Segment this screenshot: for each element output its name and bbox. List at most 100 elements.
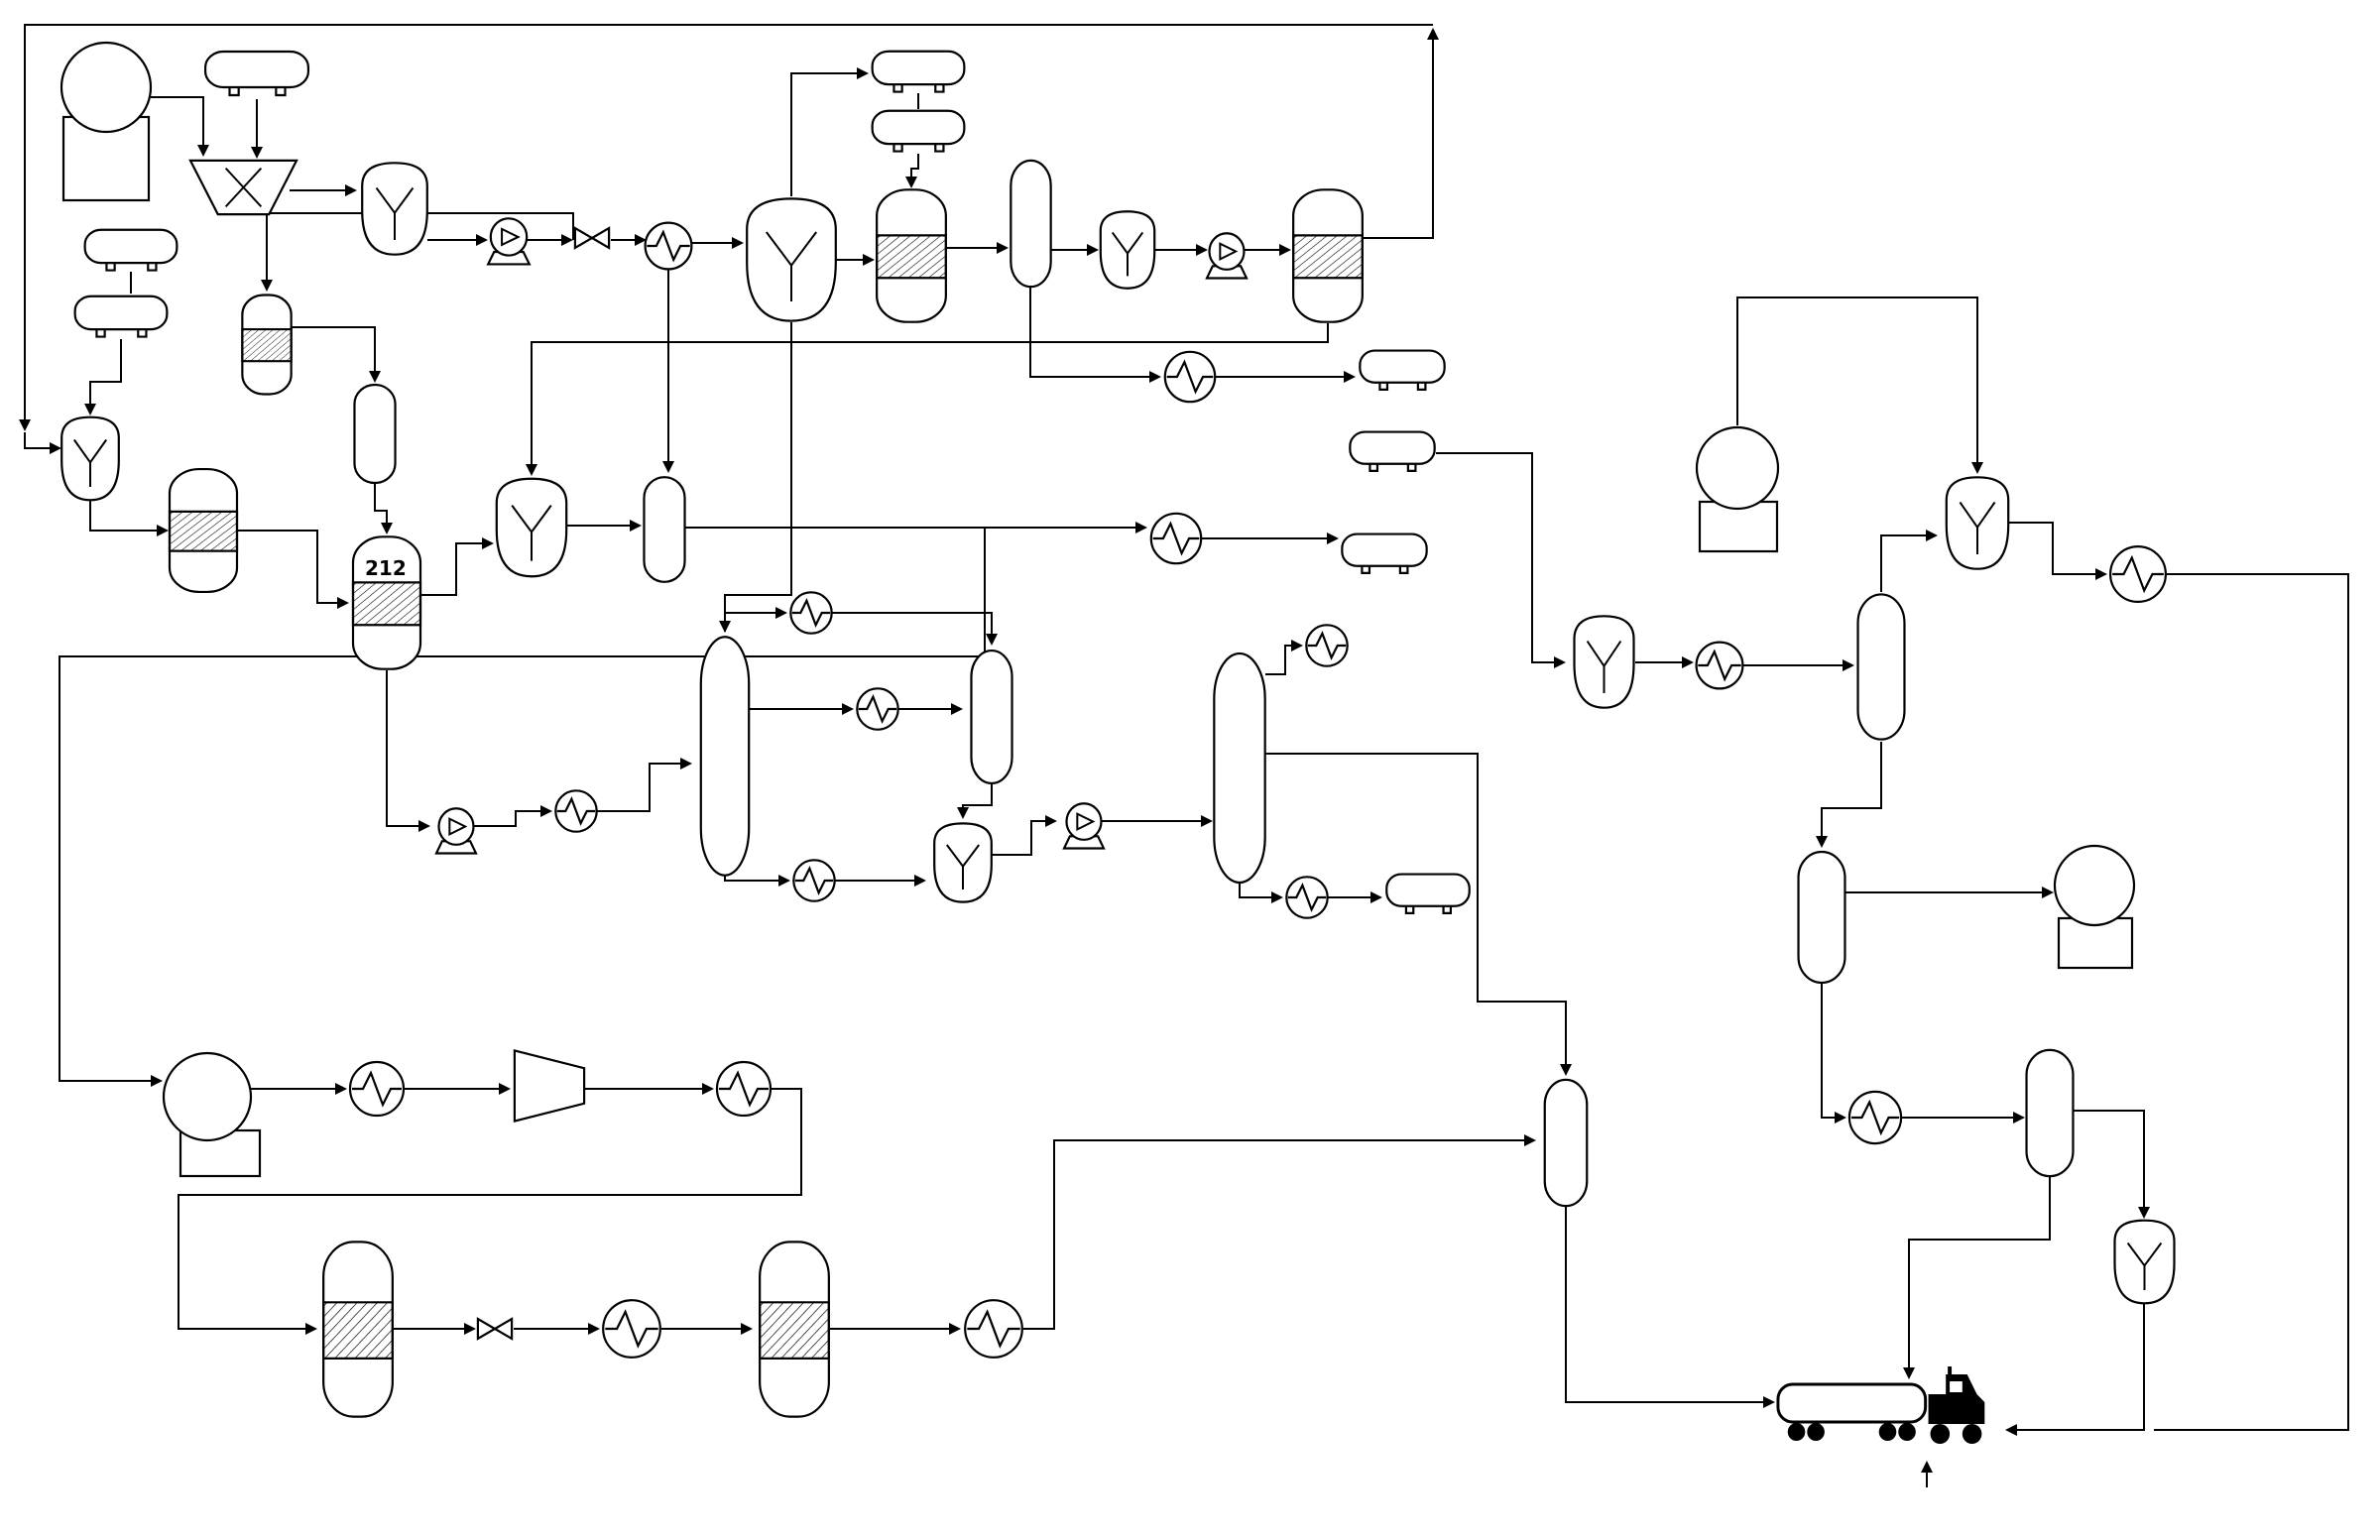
- pipe: [832, 612, 998, 646]
- separator-4: [60, 415, 120, 502]
- pipe: [374, 484, 393, 534]
- heat-exchanger-m1: [644, 221, 693, 271]
- heat-exchanger-8: [602, 1299, 661, 1359]
- column-A: [701, 637, 749, 875]
- reactor-7: [758, 1241, 831, 1418]
- heat-exchanger-6: [348, 1060, 406, 1118]
- column-3: [643, 476, 686, 583]
- separator-2: [745, 196, 838, 323]
- heat-exchanger-3: [2108, 544, 2168, 604]
- heat-exchanger-1: [1163, 350, 1217, 404]
- pump-2: [1206, 232, 1248, 280]
- reactor-4: [168, 467, 239, 594]
- pipe: [526, 323, 1329, 476]
- drum-4: [83, 228, 178, 272]
- pipe: [59, 528, 986, 1087]
- pipe: [1023, 1134, 1536, 1330]
- separator-9: [2113, 1219, 2176, 1305]
- column-C: [1212, 652, 1267, 885]
- heat-exchanger-s1: [789, 591, 833, 635]
- drum-8: [1341, 533, 1428, 574]
- tanker-truck: [1776, 1364, 1986, 1446]
- equipment-tag-212: 212: [365, 556, 407, 580]
- reactor-6: [321, 1241, 395, 1418]
- pipe: [1565, 1206, 1775, 1408]
- pipe: [24, 432, 61, 454]
- pipe: [84, 339, 122, 415]
- feed-drum-1: [203, 50, 310, 97]
- pipe: [2005, 1303, 2145, 1436]
- pipe: [992, 815, 1057, 856]
- separator-5: [495, 477, 568, 578]
- column-F: [2025, 1048, 2075, 1178]
- heat-exchanger-s6: [1285, 876, 1329, 919]
- heat-exchanger-s2: [856, 687, 899, 731]
- pipe: [292, 326, 381, 383]
- valve-2: [476, 1317, 514, 1341]
- heat-exchanger-2: [1149, 512, 1203, 565]
- heat-exchanger-9: [964, 1299, 1023, 1359]
- column-2: [353, 383, 397, 485]
- column-1: [1010, 159, 1052, 289]
- drum-9: [1385, 873, 1471, 914]
- piping-network: [19, 24, 2349, 1487]
- pipe: [1880, 530, 1938, 592]
- pipe: [420, 537, 494, 596]
- blower-tank-3: [2053, 844, 2136, 970]
- reactor-2: [1292, 188, 1364, 323]
- blower-tank-2: [1695, 425, 1780, 553]
- heat-exchanger-s4: [554, 789, 598, 833]
- pipe: [1239, 881, 1283, 903]
- buffer-vessel: [1543, 1078, 1589, 1208]
- drum-7: [1349, 430, 1436, 472]
- pipe: [724, 607, 787, 632]
- reactor-212: 212: [351, 535, 422, 670]
- crusher: [188, 159, 298, 216]
- separator-3: [1099, 210, 1156, 290]
- separator-1: [361, 162, 428, 256]
- valve-1: [573, 226, 611, 250]
- heat-exchanger-5: [1847, 1090, 1903, 1145]
- separator-7: [1945, 476, 2010, 570]
- heat-exchanger-4: [1695, 641, 1744, 690]
- pipe: [237, 530, 349, 609]
- heat-exchanger-7: [715, 1060, 773, 1118]
- pump-4: [1063, 802, 1105, 850]
- reactor-1: [876, 188, 947, 323]
- heat-exchanger-s3: [792, 859, 836, 902]
- pipe: [19, 24, 1433, 431]
- blower-tank-4: [162, 1051, 262, 1178]
- pipe: [89, 501, 169, 536]
- drum-2: [871, 50, 966, 93]
- pipe: [790, 67, 869, 196]
- pipe: [905, 154, 919, 188]
- pipe: [1816, 742, 1882, 848]
- pipe: [596, 758, 692, 812]
- drum-6: [1359, 349, 1446, 391]
- pipe: [1029, 288, 1161, 383]
- drum-5: [73, 295, 169, 338]
- pipe: [2154, 573, 2349, 1431]
- separator-8: [1573, 615, 1635, 709]
- reactor-3: [241, 294, 293, 396]
- pipe: [1736, 296, 1983, 474]
- pipe: [1265, 640, 1303, 675]
- pipe: [2008, 522, 2107, 580]
- pipe: [386, 670, 430, 832]
- pump-3: [435, 807, 477, 855]
- compressor: [513, 1049, 586, 1123]
- column-D: [1856, 593, 1906, 741]
- pipe: [1363, 28, 1439, 239]
- pipe: [1265, 753, 1572, 1076]
- pump-1: [487, 217, 531, 266]
- pipe: [724, 873, 790, 887]
- pipe: [1436, 452, 1566, 668]
- column-E: [1797, 850, 1846, 985]
- storage-tank-1: [60, 41, 153, 202]
- pipe: [1821, 983, 1846, 1124]
- pipe: [474, 805, 552, 827]
- pipe: [2073, 1110, 2150, 1219]
- pipe: [1903, 1176, 2051, 1379]
- pipe: [957, 783, 993, 819]
